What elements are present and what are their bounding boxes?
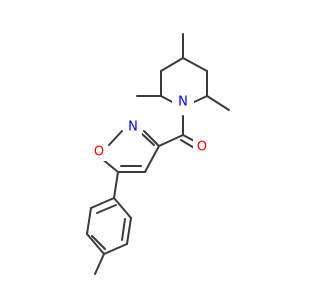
bond (113, 197, 132, 219)
molecule-structure: N O N O (86, 33, 230, 275)
atom-label-n-isoxazole: N (128, 120, 138, 135)
bond (113, 171, 119, 199)
atom-label-o-isoxazole: O (94, 145, 104, 160)
bond (91, 235, 106, 250)
bond (182, 57, 208, 72)
bond (143, 130, 160, 147)
bond (126, 217, 132, 245)
bond (158, 134, 184, 147)
bond (108, 130, 123, 146)
atom-label-n1: N (178, 95, 188, 110)
bond-group (86, 33, 230, 275)
bond (86, 233, 105, 255)
bond (206, 95, 230, 111)
atom-label-o-carbonyl: O (197, 140, 207, 155)
label-bg (193, 138, 211, 156)
bond (160, 57, 184, 72)
bond (121, 218, 126, 241)
bond (96, 204, 117, 214)
bond (90, 197, 115, 209)
label-bg (124, 118, 142, 136)
bond (94, 253, 105, 275)
structure-canvas: N O N O (86, 33, 230, 275)
bond (103, 243, 128, 255)
bond (86, 207, 92, 235)
label-bg (90, 143, 108, 161)
bond (141, 133, 155, 146)
atom-label-group: N O N O (90, 93, 211, 161)
bond (144, 145, 160, 173)
label-bg (172, 93, 194, 111)
